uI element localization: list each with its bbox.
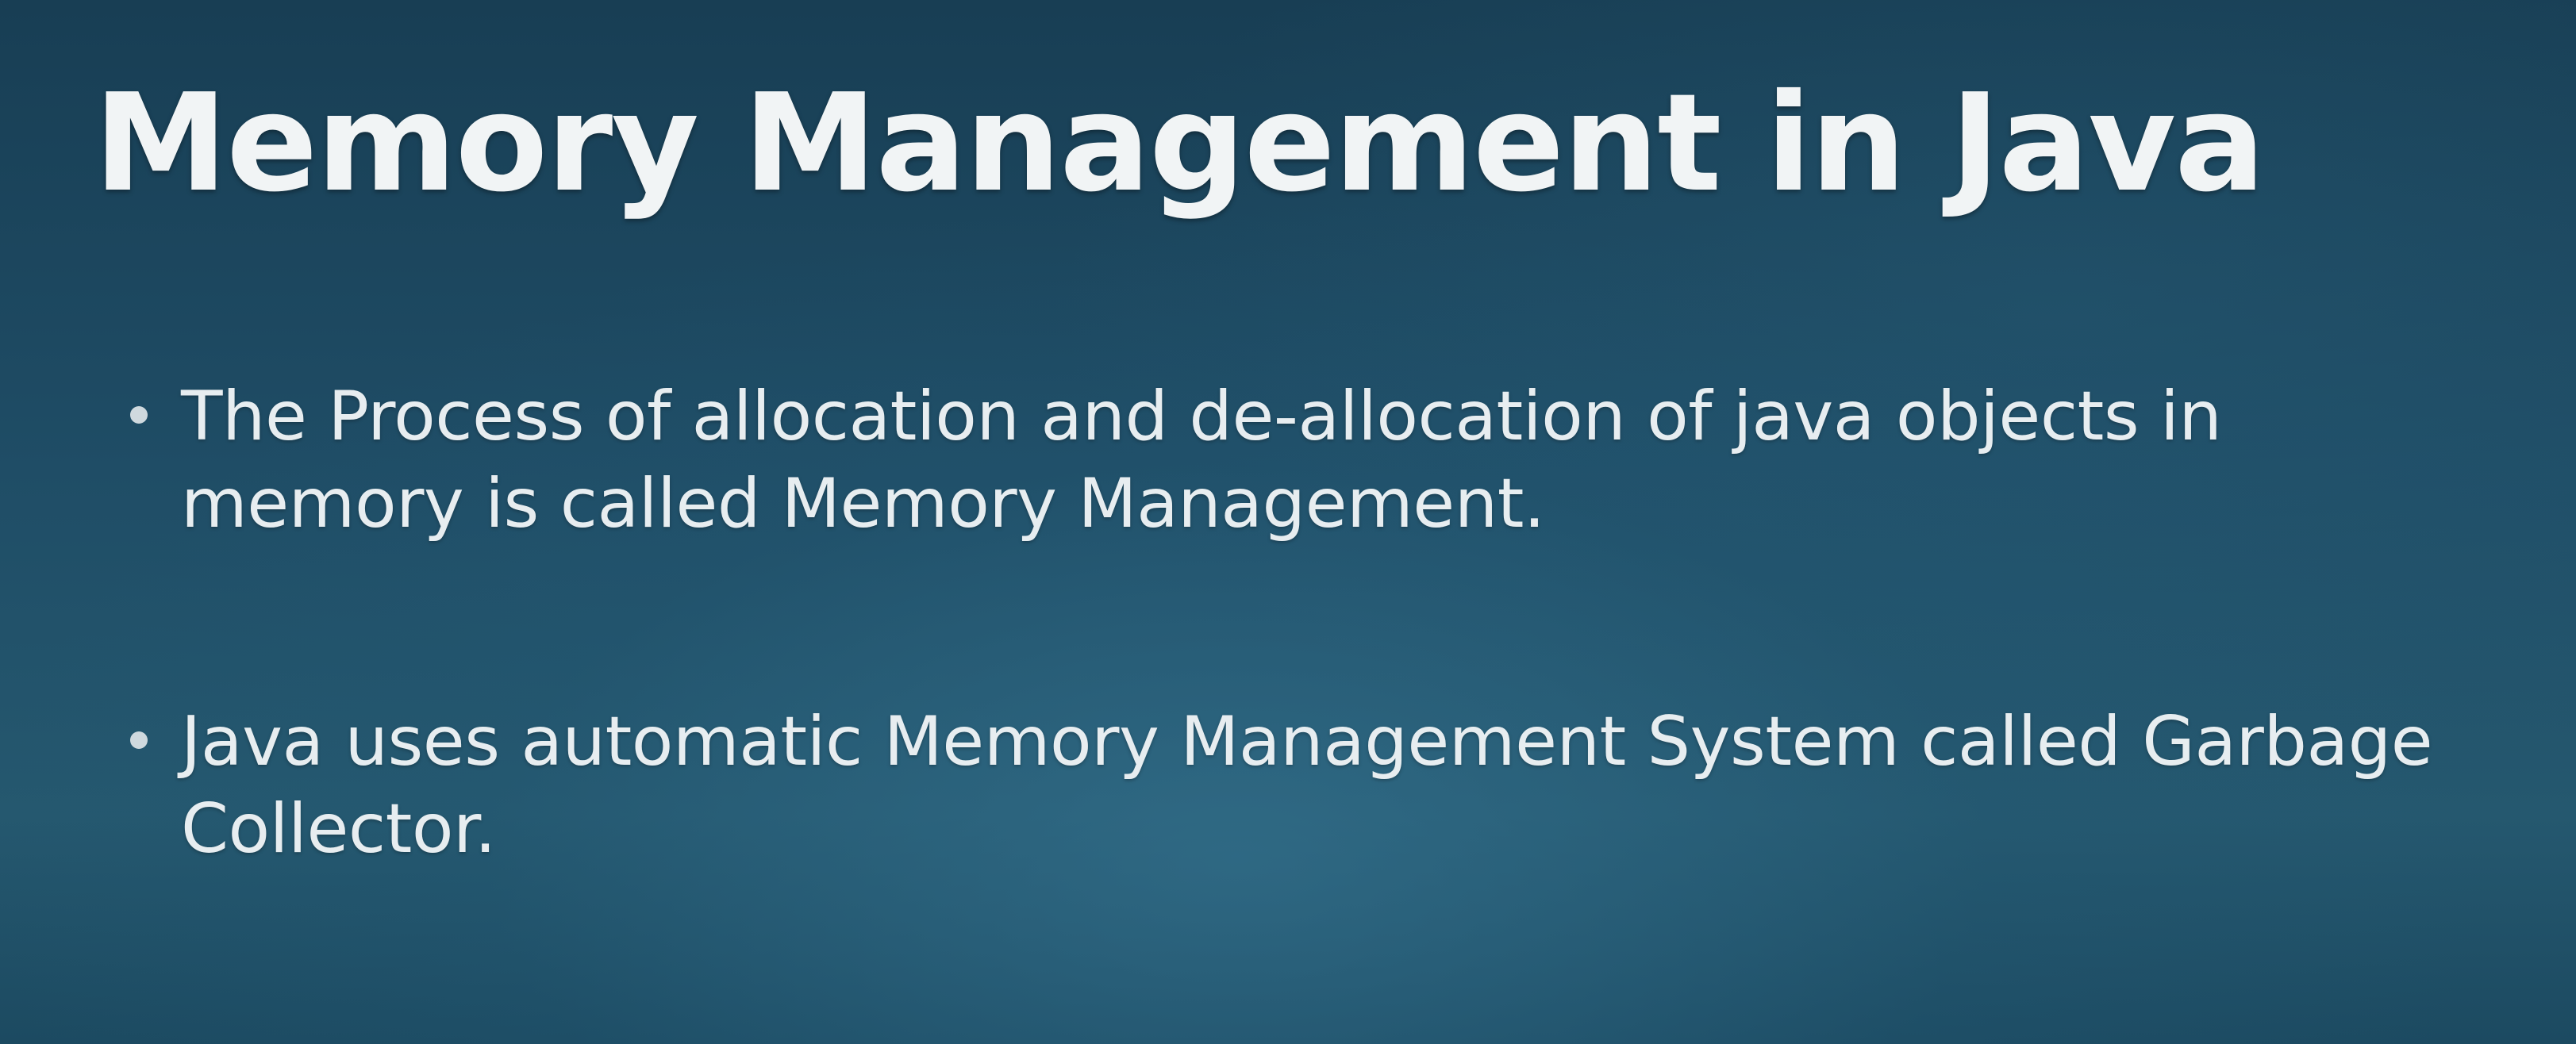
bullet-item: The Process of allocation and de-allocat… bbox=[125, 373, 2506, 547]
bullet-item: Java uses automatic Memory Management Sy… bbox=[125, 698, 2506, 873]
bullet-list: The Process of allocation and de-allocat… bbox=[125, 373, 2506, 873]
bullet-dot-icon bbox=[130, 731, 148, 750]
bullet-text: The Process of allocation and de-allocat… bbox=[181, 377, 2222, 544]
bullet-dot-icon bbox=[130, 406, 148, 424]
bullet-text: Java uses automatic Memory Management Sy… bbox=[181, 702, 2433, 869]
slide-title: Memory Management in Java bbox=[94, 65, 2266, 222]
